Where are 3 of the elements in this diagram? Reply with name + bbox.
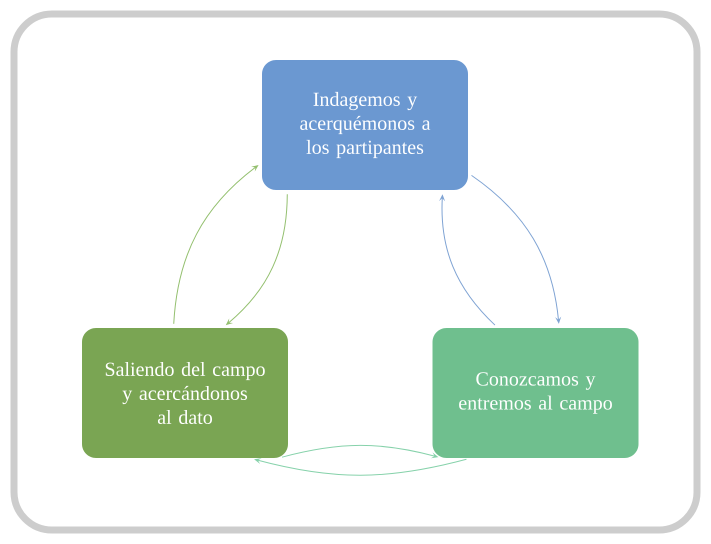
process-box: Indagemos y acerquémonos a los partipantes xyxy=(262,60,468,190)
process-box: Saliendo del campo y acercándonos al dato xyxy=(82,328,288,458)
process-box: Conozcamos y entremos al campo xyxy=(432,328,638,458)
